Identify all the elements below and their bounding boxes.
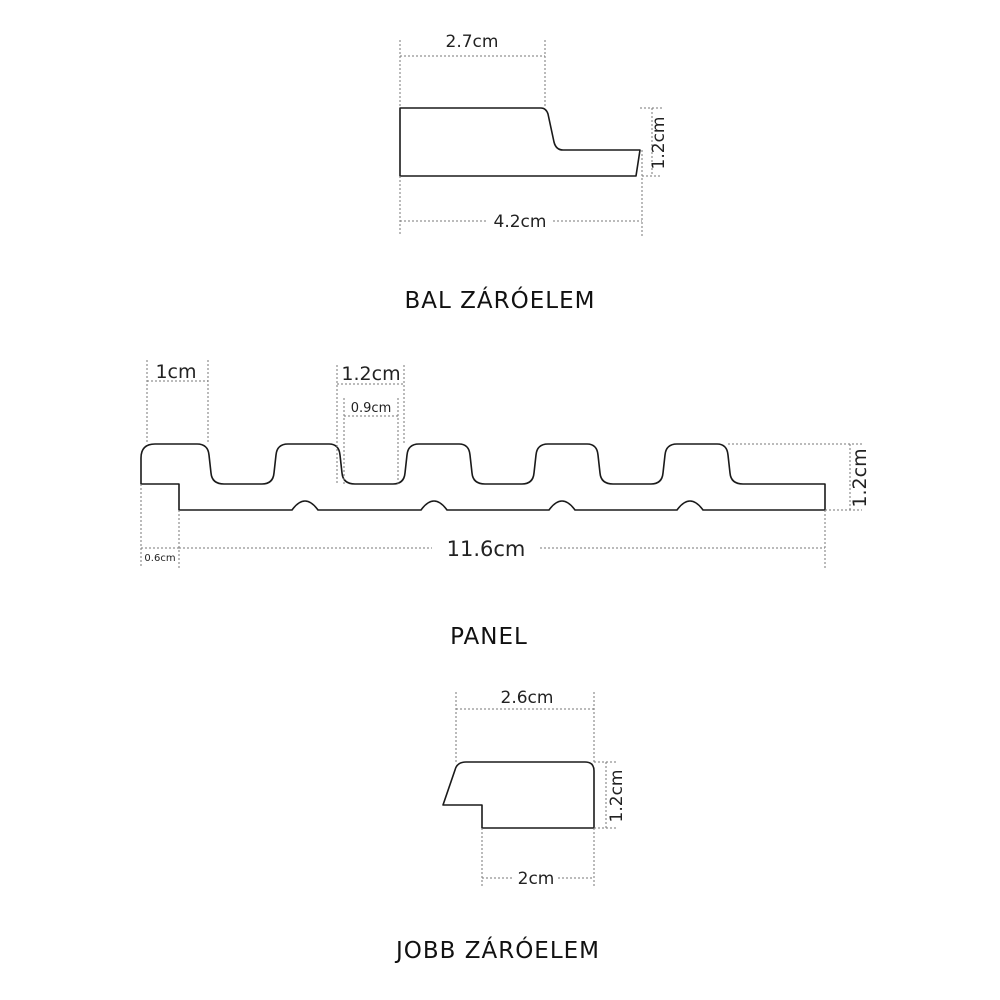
panel-dim-rib-width: 1cm — [155, 361, 196, 383]
right-end-dim-height: 1.2cm — [607, 770, 627, 823]
right-end-dim-bottom: 2cm — [518, 869, 555, 889]
panel-dim-offset: 0.6cm — [144, 553, 175, 564]
left-end-dim-height: 1.2cm — [649, 117, 669, 170]
right-end-piece: 2.6cm 2cm 1.2cm JOBB ZÁRÓELEM — [394, 688, 627, 964]
panel-piece: 1cm 1.2cm 0.9cm 1.2cm 11.6cm 0.6cm PANEL — [140, 360, 871, 650]
left-end-dim-bottom: 4.2cm — [494, 212, 547, 232]
left-end-profile — [399, 107, 641, 177]
left-end-title: BAL ZÁRÓELEM — [405, 286, 596, 314]
left-end-piece: 2.7cm 4.2cm 1.2cm BAL ZÁRÓELEM — [399, 32, 669, 314]
panel-dim-groove-bottom: 0.9cm — [351, 401, 392, 416]
panel-dim-total-width: 11.6cm — [447, 537, 526, 561]
panel-title: PANEL — [450, 624, 528, 650]
panel-profile — [140, 443, 826, 511]
panel-dim-groove-top: 1.2cm — [341, 363, 400, 385]
panel-dim-height: 1.2cm — [849, 448, 871, 507]
right-end-title: JOBB ZÁRÓELEM — [394, 936, 600, 964]
right-end-profile — [442, 761, 595, 829]
left-end-dim-top: 2.7cm — [446, 32, 499, 52]
right-end-dim-top: 2.6cm — [501, 688, 554, 708]
